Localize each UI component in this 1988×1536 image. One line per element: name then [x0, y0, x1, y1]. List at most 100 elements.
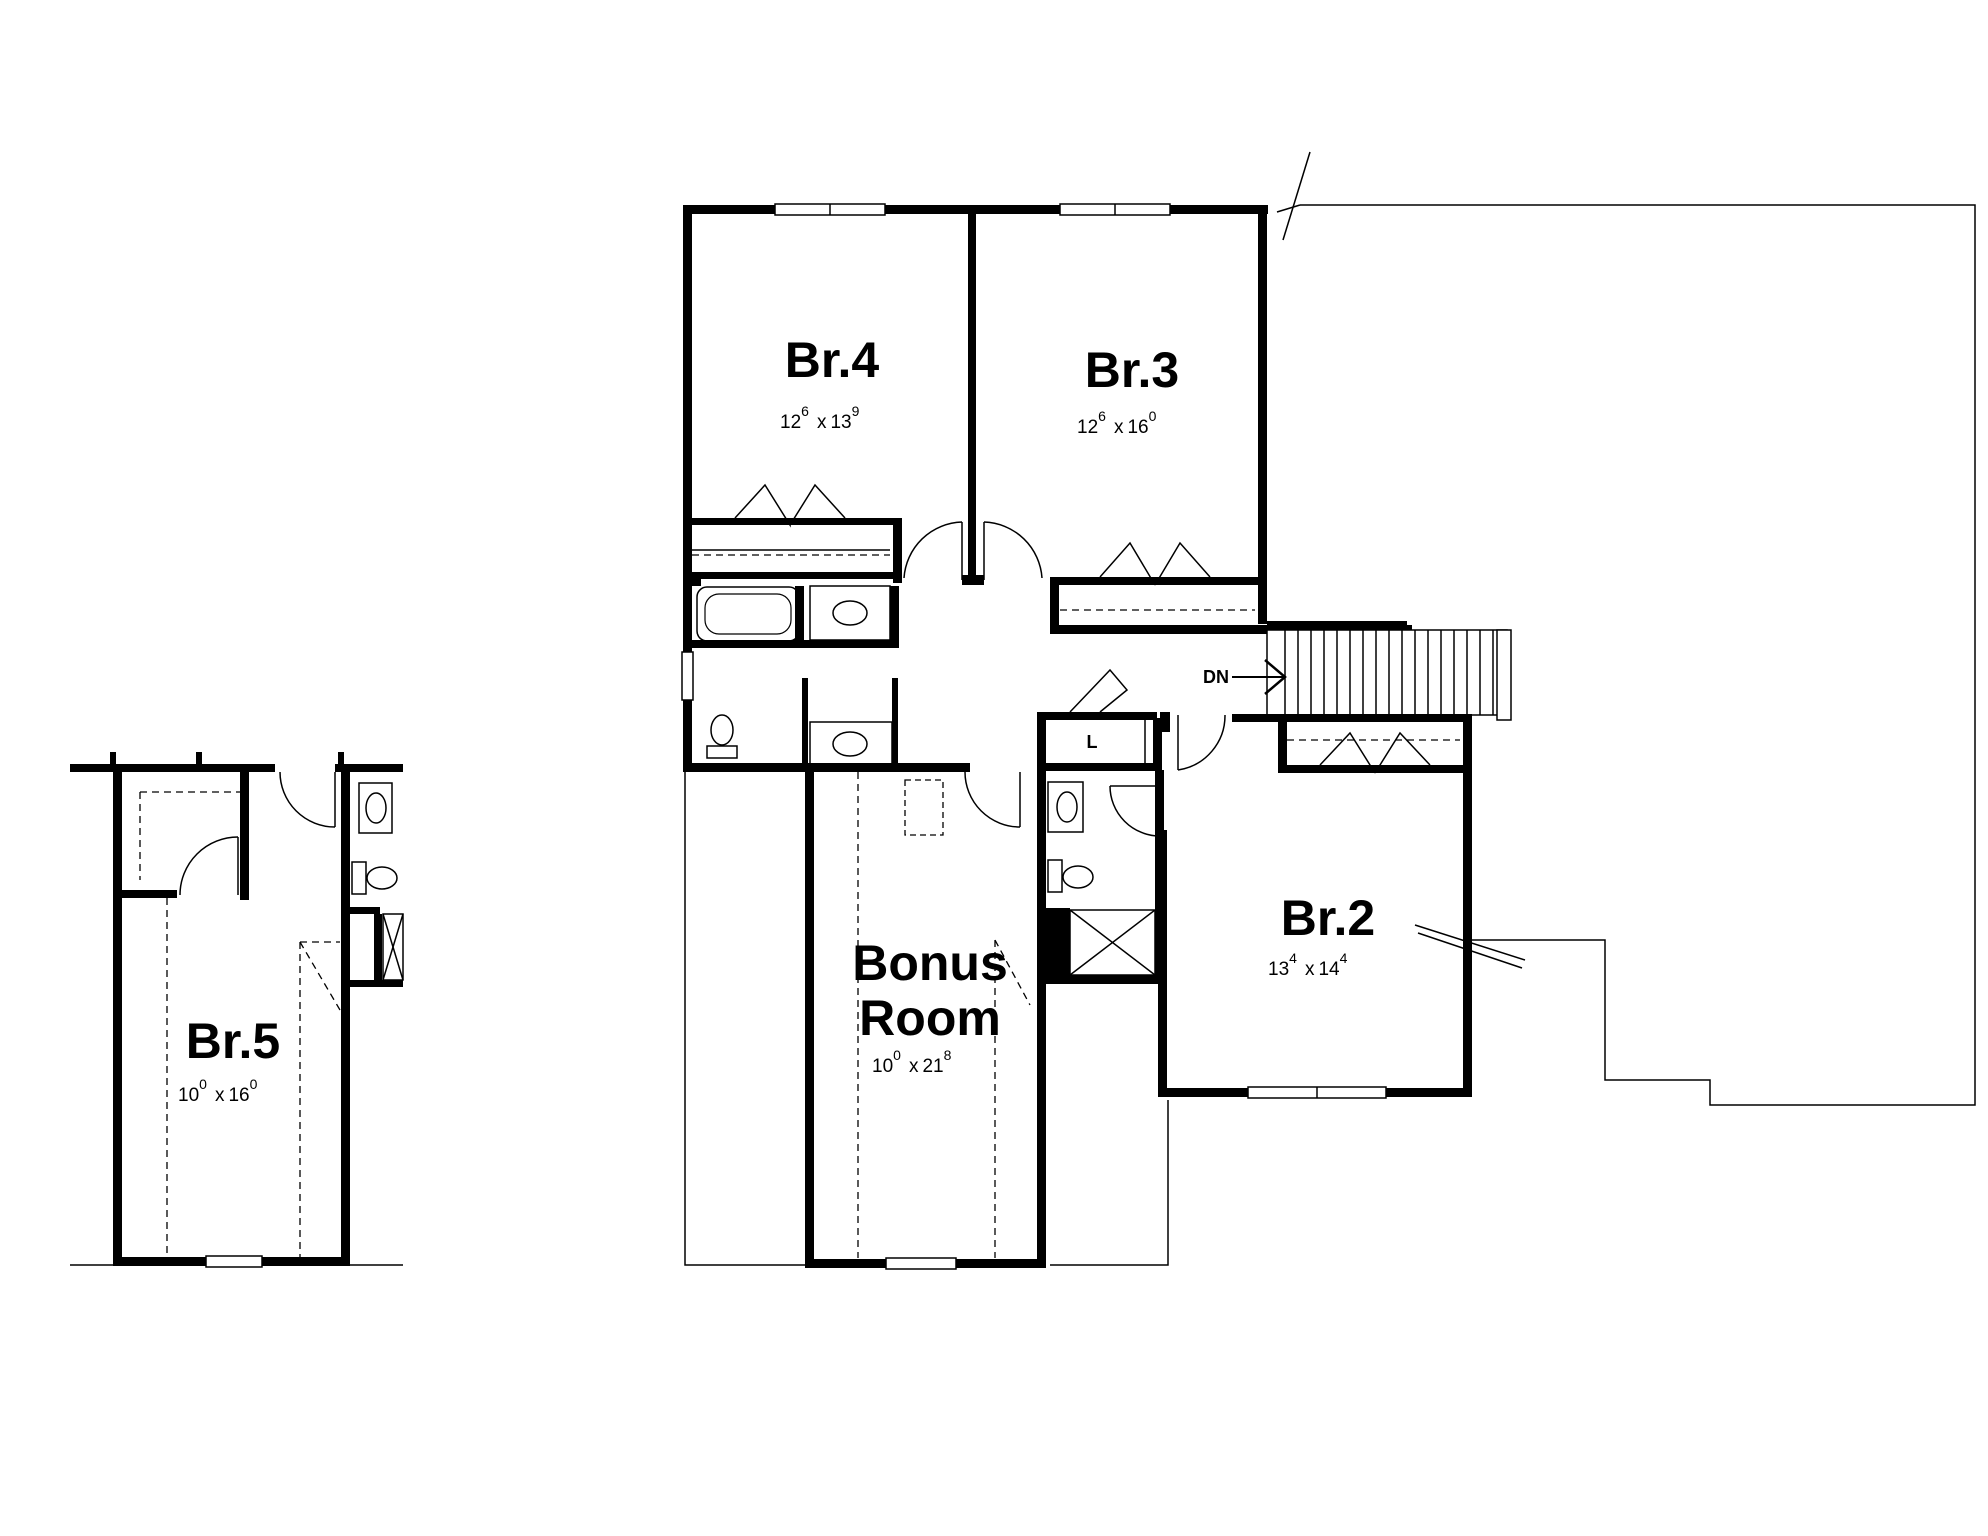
- bath-post-left: [802, 678, 808, 768]
- br5-closet-bottom: [122, 890, 177, 898]
- linen-door: [1069, 668, 1129, 713]
- room-label-br4: Br.4: [785, 332, 880, 388]
- attic-access: [904, 779, 944, 836]
- br5-plan: [70, 752, 404, 1268]
- hall-door: [1177, 714, 1226, 771]
- bonus-window: [885, 1257, 957, 1270]
- stairs-dn-label: DN: [1203, 667, 1229, 687]
- toilet-tank: [706, 745, 738, 759]
- bath-wall-mid2: [804, 640, 899, 648]
- toilet-icon: [710, 714, 734, 746]
- vanity-1: [809, 585, 891, 641]
- br4-closet-wall: [692, 518, 902, 525]
- lower-left-outline: [684, 765, 810, 1266]
- br2-right-wall: [1463, 714, 1472, 1094]
- bath-bottom-wall: [683, 763, 970, 772]
- vanity-4: [358, 782, 393, 834]
- door-jamb: [962, 575, 984, 585]
- br3-right-wall: [1258, 214, 1267, 624]
- left-wall: [683, 205, 692, 770]
- br3-closet-wall: [1050, 577, 1260, 585]
- toilet-tank: [1047, 859, 1063, 893]
- stairs-down-arrow-icon: [1232, 659, 1287, 695]
- toilet-icon: [1062, 865, 1094, 889]
- roof-line-marker: [1414, 924, 1526, 961]
- stair-treads: [1284, 630, 1494, 715]
- shower-x2: [382, 913, 404, 981]
- br5-window: [205, 1255, 263, 1268]
- bath-window: [681, 651, 694, 701]
- br3-door: [983, 521, 1043, 579]
- room-label-br2: Br.2: [1281, 890, 1376, 946]
- linen-label: L: [1087, 732, 1098, 752]
- toilet-tank: [351, 861, 367, 895]
- room-label-br5: Br.5: [186, 1013, 281, 1069]
- room-label-bonus-line2: Room: [859, 990, 1001, 1046]
- bonus-right-wall: [1037, 718, 1046, 1268]
- linen-top-wall: [1037, 712, 1157, 720]
- lower-right-outline: [1050, 1100, 1169, 1266]
- br2-closet-bottom: [1278, 765, 1463, 773]
- roof-line-tick: [1276, 204, 1301, 213]
- bath2-door: [1109, 785, 1161, 837]
- bath-partition: [890, 586, 899, 648]
- linen-side-wall: [1153, 718, 1162, 768]
- br5-bath-wall: [350, 907, 380, 914]
- br5-bath-wall-bottom: [350, 980, 403, 987]
- br3-closet-door-right: [1154, 541, 1211, 586]
- bonus-left-wall: [805, 763, 814, 1268]
- room-label-br3: Br.3: [1085, 342, 1180, 398]
- br5-right-wall: [341, 764, 350, 1266]
- tub-wall: [795, 586, 804, 644]
- linen-bottom-wall: [1037, 763, 1162, 771]
- sink-icon: [365, 792, 387, 824]
- bath-wall-mid: [692, 640, 804, 648]
- br4-closet-side: [893, 518, 902, 583]
- roof-line-marker-2: [1417, 932, 1523, 969]
- br2-closet-door-right: [1374, 731, 1431, 774]
- main-plan: L: [681, 151, 1976, 1270]
- bath-wall: [692, 578, 701, 586]
- br5-entry-door: [279, 771, 336, 828]
- vanity-2: [809, 721, 893, 767]
- br2-closet-door-left: [1319, 731, 1376, 774]
- bonus-door: [964, 771, 1021, 828]
- roof-line-marker: [1282, 151, 1311, 241]
- room-label-bonus-line1: Bonus: [852, 935, 1008, 991]
- sink-icon: [1056, 791, 1078, 823]
- br3-closet-side: [1050, 577, 1059, 632]
- post: [110, 752, 116, 764]
- br5-bath-dark: [374, 914, 382, 982]
- br5-left-wall: [113, 764, 122, 1266]
- br5-top-wall: [70, 764, 275, 772]
- br3-closet-bottom: [1050, 625, 1412, 634]
- staircase: [1266, 629, 1508, 716]
- shower-x2: [1069, 909, 1156, 976]
- sink-icon: [832, 600, 868, 626]
- br4-br3-partition: [968, 214, 976, 584]
- br4-closet-door-right: [789, 483, 846, 526]
- bonus-ceiling-angle: [994, 939, 1031, 1006]
- toilet-icon: [366, 866, 398, 890]
- br5-closet-wall: [240, 772, 249, 900]
- bath-post-right: [892, 678, 898, 768]
- br3-closet-door-left: [1099, 541, 1156, 586]
- sink-icon: [832, 731, 868, 757]
- br2-top-wall: [1232, 714, 1472, 722]
- bath-dark-wall: [1046, 908, 1070, 978]
- post: [196, 752, 202, 764]
- br2-closet-side: [1278, 722, 1287, 772]
- br5-closet-door: [179, 836, 239, 896]
- top-wall: [683, 205, 1268, 214]
- bathtub-inner: [704, 593, 792, 635]
- stair-top-wall: [1267, 621, 1407, 630]
- br5-ceiling-angle: [299, 941, 341, 1011]
- br5-top-wall-right: [335, 764, 403, 772]
